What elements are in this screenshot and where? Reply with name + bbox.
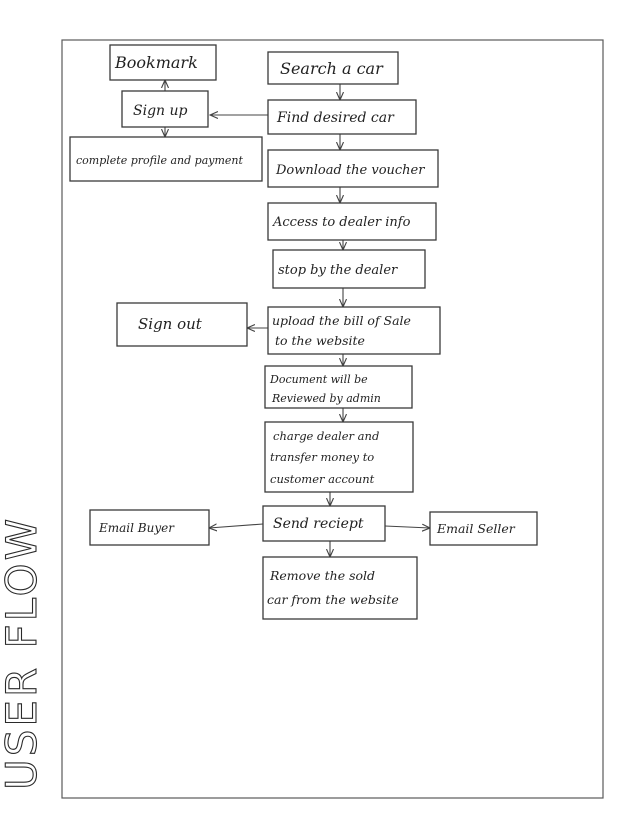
node-stop-by-dealer: stop by the dealer (272, 249, 426, 289)
node-email-buyer: Email Buyer (89, 509, 210, 546)
arrow-receipt-to-email-buyer (209, 524, 264, 528)
node-label-line-2: Reviewed by admin (271, 392, 381, 405)
node-label-line-2: transfer money to (270, 450, 374, 464)
node-send-receipt: Send reciept (262, 505, 386, 542)
connectors (165, 80, 430, 557)
arrow-receipt-to-email-seller (384, 526, 430, 528)
node-remove-car: Remove the sold car from the website (262, 556, 418, 620)
node-label-line-2: car from the website (267, 592, 399, 607)
node-label-line-1: Document will be (269, 373, 368, 386)
node-label-line-3: customer account (270, 472, 375, 486)
node-label: Send reciept (273, 516, 364, 532)
node-label-line-1: upload the bill of Sale (272, 313, 411, 328)
node-label: Access to dealer info (272, 215, 411, 230)
node-bookmark: Bookmark (109, 44, 217, 81)
node-label: Email Buyer (98, 521, 175, 535)
node-label: Sign out (138, 315, 203, 333)
node-dealer-info: Access to dealer info (267, 202, 437, 241)
node-charge-dealer: charge dealer and transfer money to cust… (264, 421, 414, 493)
node-label: stop by the dealer (278, 263, 398, 278)
node-download-voucher: Download the voucher (267, 149, 439, 188)
node-sign-out: Sign out (116, 302, 248, 347)
node-label: Sign up (133, 103, 188, 119)
node-label: Download the voucher (275, 163, 425, 178)
node-label: Find desired car (276, 110, 395, 126)
side-title: USER FLOW (0, 516, 46, 790)
node-document-reviewed: Document will be Reviewed by admin (264, 365, 413, 409)
node-label-line-2: to the website (275, 333, 365, 348)
node-label-line-1: Remove the sold (269, 568, 375, 583)
node-complete-profile: complete profile and payment (69, 136, 263, 182)
node-upload-bill: upload the bill of Sale to the website (267, 306, 441, 355)
node-label: Bookmark (114, 53, 198, 72)
node-label: complete profile and payment (76, 154, 244, 167)
node-email-seller: Email Seller (429, 511, 538, 546)
node-find-car: Find desired car (267, 99, 417, 135)
node-label: Search a car (280, 59, 384, 78)
node-sign-up: Sign up (121, 90, 209, 128)
node-search-car: Search a car (267, 51, 399, 85)
node-label: Email Seller (436, 521, 516, 536)
node-label-line-1: charge dealer and (273, 429, 379, 443)
